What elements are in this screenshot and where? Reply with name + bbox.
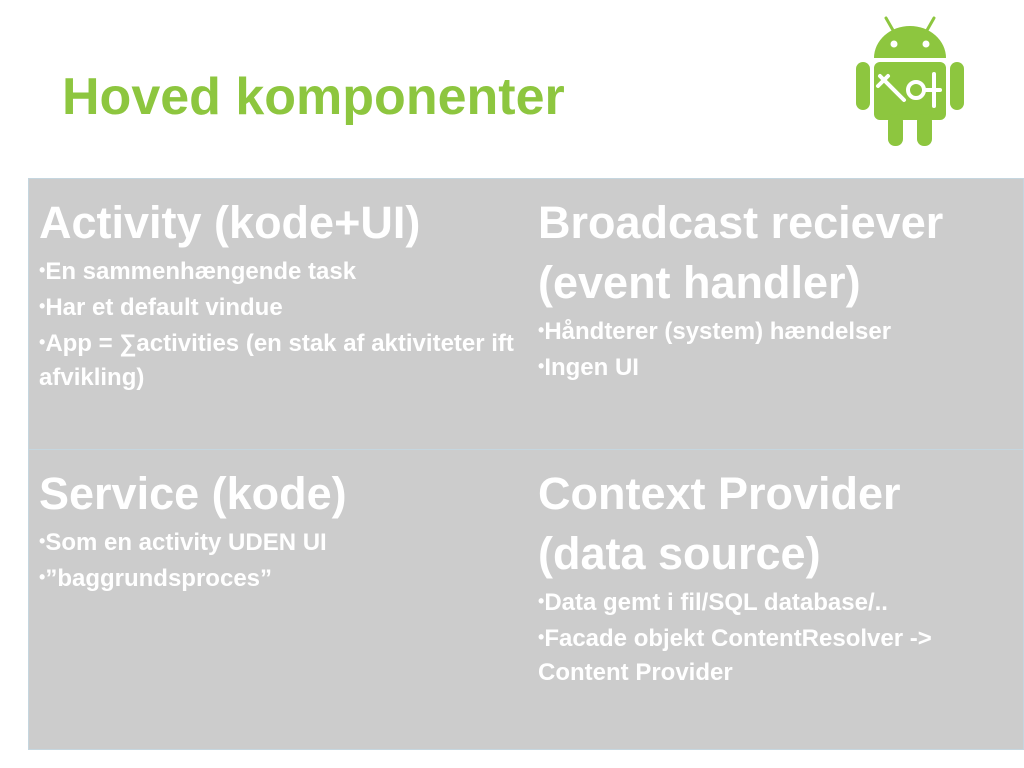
- component-cell-context-provider: Context Provider (data source) •Data gem…: [528, 449, 1024, 751]
- component-bullet: •”baggrundsproces”: [39, 565, 273, 592]
- component-bullet: •Facade objekt ContentResolver -> Conten…: [538, 625, 932, 686]
- component-bullet: •App = ∑activities (en stak af aktivitet…: [39, 330, 514, 391]
- component-bullet: •Som en activity UDEN UI: [39, 529, 327, 556]
- component-heading: Activity (kode+UI): [39, 197, 421, 248]
- component-bullet: •En sammenhængende task: [39, 258, 357, 285]
- component-bullet: •Håndterer (system) hændelser: [538, 318, 892, 345]
- component-cell-activity: Activity (kode+UI) •En sammenhængende ta…: [29, 179, 528, 449]
- component-bullet: •Data gemt i fil/SQL database/..: [538, 589, 888, 616]
- component-bullet: •Har et default vindue: [39, 294, 283, 321]
- component-cell-broadcast-receiver: Broadcast reciever (event handler) •Hånd…: [528, 179, 1024, 449]
- components-grid: Activity (kode+UI) •En sammenhængende ta…: [28, 178, 1024, 750]
- component-bullet: •Ingen UI: [538, 354, 639, 381]
- android-robot-icon: [856, 16, 964, 146]
- component-heading: Service (kode): [39, 468, 347, 519]
- component-cell-service: Service (kode) •Som en activity UDEN UI …: [29, 449, 528, 751]
- component-heading: Context Provider (data source): [538, 468, 901, 579]
- component-heading: Broadcast reciever (event handler): [538, 197, 944, 308]
- slide-title: Hoved komponenter: [62, 68, 565, 126]
